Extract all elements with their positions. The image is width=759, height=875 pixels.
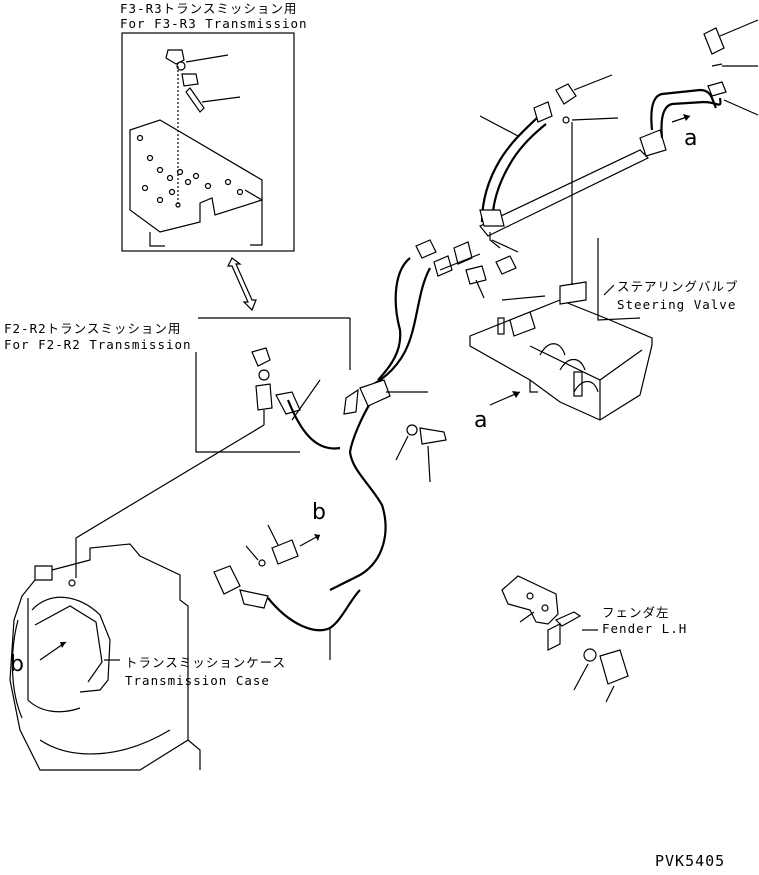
inset-switch-arrow xyxy=(227,257,257,312)
transmission-case-label-jp: トランスミッションケース xyxy=(125,655,287,670)
steering-valve-label-en: Steering Valve xyxy=(617,297,737,312)
valve-bolt xyxy=(465,255,517,299)
marker-a-lower: a xyxy=(474,408,488,433)
f3r3-inset xyxy=(121,32,295,252)
clamp-bolt xyxy=(395,424,447,483)
transmission-case xyxy=(9,543,201,771)
f2r2-label-jp: F2-R2トランスミッション用 xyxy=(4,321,182,336)
f3r3-label-jp: F3-R3トランスミッション用 xyxy=(120,1,298,16)
lower-fittings xyxy=(39,524,321,661)
marker-b-lower: b xyxy=(10,652,24,677)
fender-label-jp: フェンダ左 xyxy=(602,605,670,620)
main-hose xyxy=(267,239,481,660)
marker-a-upper: a xyxy=(684,126,698,151)
steering-valve xyxy=(469,116,653,421)
fender-label-en: Fender L.H xyxy=(602,621,688,636)
f2r2-label-en: For F2-R2 Transmission xyxy=(4,337,192,352)
f3r3-label-en: For F3-R3 Transmission xyxy=(120,16,308,31)
f2r2-inset xyxy=(195,317,351,453)
marker-b-upper: b xyxy=(312,500,326,525)
drawing-code: PVK5405 xyxy=(655,852,726,870)
upper-tubes xyxy=(479,19,759,301)
steering-valve-label-jp: ステアリングバルブ xyxy=(617,279,739,294)
transmission-case-label-en: Transmission Case xyxy=(125,673,270,688)
fender-bracket xyxy=(501,575,629,703)
